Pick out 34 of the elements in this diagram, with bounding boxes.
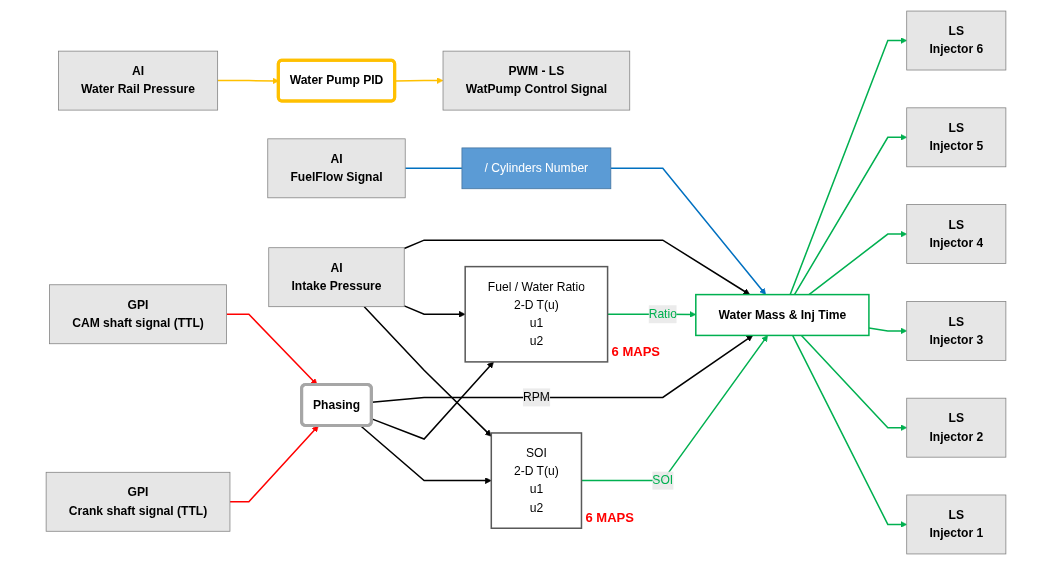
edge-label: SOI [652,473,674,487]
arrow [793,134,907,296]
node-box: LS Injector 4 [906,204,1007,264]
node-box: Fuel / Water Ratio 2-D T(u) u1 u2 [464,265,609,363]
node-box: GPI Crank shaft signal (TTL) [45,471,231,532]
node-box: SOI 2-D T(u) u1 u2 [490,432,583,529]
arrow [359,425,492,484]
node-box: AI FuelFlow Signal [267,138,406,199]
edge-label: Ratio [648,307,677,321]
node-box: LS Injector 5 [906,107,1007,168]
node-box: LS Injector 3 [906,301,1007,361]
arrow [791,334,907,528]
arrow [800,334,907,431]
node-box: PWM - LS WatPump Control Signal [442,50,631,111]
node-box: GPI CAM shaft signal (TTL) [49,284,227,345]
arrow [789,37,907,296]
node-box: LS Injector 1 [906,494,1007,555]
node-box: Water Mass & Inj Time [695,293,870,337]
arrow [868,327,907,335]
arrow [363,305,492,437]
arrow [403,239,751,295]
node-box: LS Injector 2 [906,397,1007,458]
edge-label: RPM [522,390,550,404]
arrow [610,167,766,295]
node-box: / Cylinders Number [461,147,612,190]
note-text: 6 MAPS [611,343,660,359]
arrow [808,230,907,296]
node-box: AI Water Rail Pressure [58,50,219,111]
node-box: LS Injector 6 [906,10,1007,71]
arrow [229,425,319,503]
connector [404,167,463,170]
note-text: 6 MAPS [585,510,634,526]
node-box: AI Intake Pressure [268,247,405,308]
arrow [403,305,466,318]
